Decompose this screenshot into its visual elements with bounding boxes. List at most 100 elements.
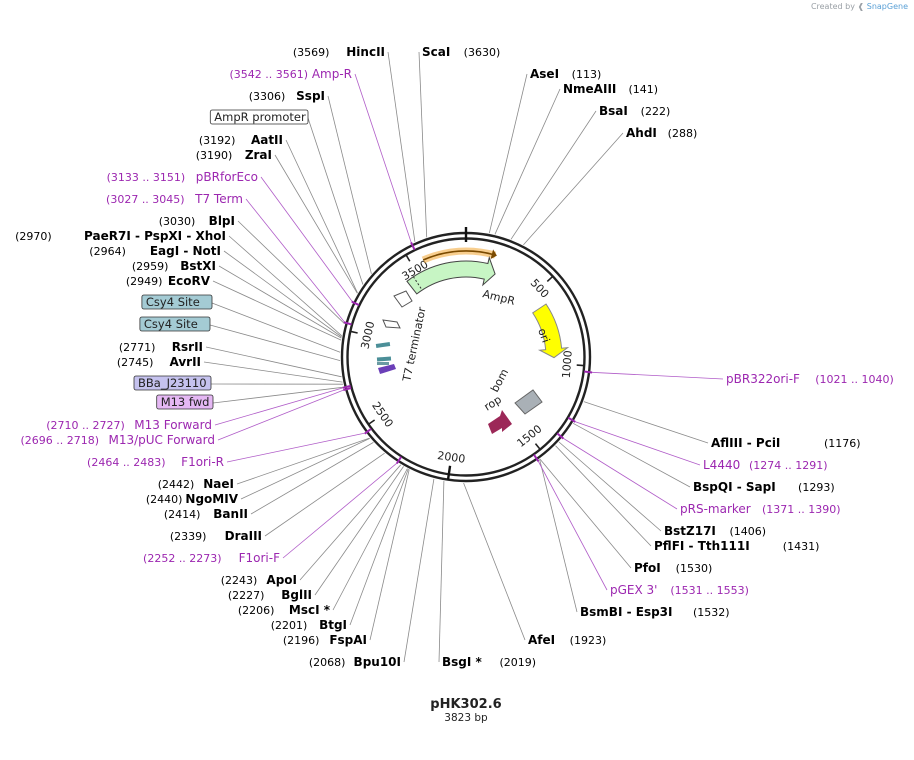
site-label-39[interactable]: AfeI(1923) <box>528 633 606 647</box>
site-label-8[interactable]: AhdI(288) <box>626 126 697 140</box>
site-label-37[interactable]: Bpu10I(2068) <box>309 655 401 669</box>
site-label-19[interactable]: Csy4 Site <box>139 316 211 332</box>
site-label-17[interactable]: EcoRV(2949) <box>126 274 211 288</box>
site-position: (2964) <box>89 245 126 258</box>
leader-line <box>562 437 678 510</box>
t7-terminator-feature[interactable] <box>382 319 401 329</box>
plasmid-size: 3823 bp <box>444 712 488 724</box>
bba-j23110-marker[interactable] <box>378 364 396 374</box>
site-label-18[interactable]: Csy4 Site <box>141 294 213 310</box>
csy4-site-marker-3 <box>377 362 389 365</box>
site-label-42[interactable]: PfoI(1530) <box>634 561 712 575</box>
rop-feature[interactable] <box>488 410 512 434</box>
site-position: (2710 .. 2727) <box>46 419 125 432</box>
leader-line <box>438 480 445 663</box>
site-label-49[interactable]: pBR322ori-F(1021 .. 1040) <box>726 372 894 386</box>
site-label-30[interactable]: DraIII(2339) <box>170 529 262 543</box>
site-position: (2442) <box>158 478 195 491</box>
site-position: (2959) <box>132 260 169 273</box>
site-label-45[interactable]: pRS-marker(1371 .. 1390) <box>680 502 841 516</box>
ampr-feature[interactable] <box>406 255 496 295</box>
site-label-46[interactable]: BspQI - SapI(1293) <box>693 480 835 494</box>
site-label-12[interactable]: T7 Term(3027 .. 3045) <box>106 192 243 206</box>
site-label-1[interactable]: ScaI(3630) <box>422 45 500 59</box>
site-label-31[interactable]: F1ori-F(2252 .. 2273) <box>143 551 280 565</box>
site-label-47[interactable]: L4440(1274 .. 1291) <box>703 458 828 472</box>
site-position: (1531 .. 1553) <box>670 584 749 597</box>
site-label-14[interactable]: PaeR7I - PspXI - XhoI(2970) <box>15 229 226 243</box>
ampr-dashed-edge <box>412 276 423 291</box>
site-position: (2414) <box>164 508 201 521</box>
site-label-23[interactable]: M13 fwd <box>156 394 214 410</box>
leader-line <box>488 73 528 234</box>
site-name: pBRforEco <box>196 170 258 184</box>
site-position: (1530) <box>676 562 713 575</box>
site-label-21[interactable]: AvrII(2745) <box>117 355 201 369</box>
site-label-26[interactable]: F1ori-R(2464 .. 2483) <box>87 455 224 469</box>
leader-line <box>299 464 402 581</box>
site-label-6[interactable]: BsaI(222) <box>599 104 670 118</box>
leader-line <box>354 73 412 244</box>
site-label-9[interactable]: AatII(3192) <box>199 133 283 147</box>
site-name: AflIII - PciI <box>711 436 780 450</box>
site-name: pRS-marker <box>680 502 751 516</box>
site-position: (3192) <box>199 134 236 147</box>
site-label-24[interactable]: M13 Forward(2710 .. 2727) <box>46 418 212 432</box>
site-label-10[interactable]: ZraI(3190) <box>196 148 272 162</box>
site-name: BanII <box>213 507 248 521</box>
primer-mark <box>533 454 540 462</box>
site-label-25[interactable]: M13/pUC Forward(2696 .. 2718) <box>20 433 215 447</box>
site-label-43[interactable]: PflFI - Tth111I(1431) <box>654 539 819 553</box>
site-label-3[interactable]: AseI(113) <box>530 67 601 81</box>
site-label-36[interactable]: FspAI(2196) <box>283 633 367 647</box>
site-label-48[interactable]: AflIII - PciI(1176) <box>711 436 861 450</box>
feature-label-text: Csy4 Site <box>146 295 200 309</box>
site-label-20[interactable]: RsrII(2771) <box>119 340 203 354</box>
site-label-33[interactable]: BglII(2227) <box>228 588 312 602</box>
csy4-site-marker-2[interactable] <box>376 356 392 362</box>
site-label-13[interactable]: BlpI(3030) <box>159 214 235 228</box>
leader-line <box>574 421 701 466</box>
site-label-38[interactable]: BsgI *(2019) <box>442 655 536 669</box>
site-position: (2970) <box>15 230 52 243</box>
site-label-28[interactable]: NgoMIV(2440) <box>146 492 239 506</box>
site-label-35[interactable]: BtgI(2201) <box>271 618 347 632</box>
site-position: (2771) <box>119 341 156 354</box>
ampr-promoter-feature[interactable] <box>393 290 413 308</box>
site-name: pBR322ori-F <box>726 372 800 386</box>
site-label-44[interactable]: BstZ17I(1406) <box>664 524 766 538</box>
site-label-27[interactable]: NaeI(2442) <box>158 477 234 491</box>
site-position: (3569) <box>293 46 330 59</box>
site-label-5[interactable]: SspI(3306) <box>249 89 325 103</box>
site-label-2[interactable]: Amp-R(3542 .. 3561) <box>229 67 352 81</box>
site-label-32[interactable]: ApoI(2243) <box>221 573 297 587</box>
csy4-site-marker-1[interactable] <box>375 342 391 348</box>
site-label-7[interactable]: AmpR promoter <box>209 109 309 125</box>
leader-line <box>282 462 398 559</box>
feature-label-text: Csy4 Site <box>144 317 198 331</box>
site-name: AfeI <box>528 633 555 647</box>
site-label-0[interactable]: HincII(3569) <box>293 45 385 59</box>
site-label-34[interactable]: MscI *(2206) <box>238 603 331 617</box>
leader-line <box>236 437 370 485</box>
ring-tick-2500 <box>368 419 376 425</box>
site-label-22[interactable]: BBa_J23110 <box>133 375 212 391</box>
site-name: NgoMIV <box>185 492 238 506</box>
ring-tick-1500 <box>534 443 541 450</box>
bom-feature[interactable] <box>514 389 543 415</box>
site-name: L4440 <box>703 458 740 472</box>
site-label-16[interactable]: BstXI(2959) <box>132 259 216 273</box>
site-label-11[interactable]: pBRforEco(3133 .. 3151) <box>107 170 258 184</box>
leader-line <box>591 371 724 380</box>
leader-line <box>537 460 608 591</box>
leader-line <box>209 324 341 361</box>
site-label-40[interactable]: BsmBI - Esp3I(1532) <box>580 605 730 619</box>
site-label-41[interactable]: pGEX 3'(1531 .. 1553) <box>610 583 749 597</box>
leader-line <box>327 95 372 274</box>
site-label-15[interactable]: EagI - NotI(2964) <box>89 244 221 258</box>
site-label-4[interactable]: NmeAIII(141) <box>563 82 658 96</box>
ori-feature[interactable] <box>532 303 570 359</box>
site-label-29[interactable]: BanII (2414) <box>164 507 248 521</box>
site-position: (1406) <box>729 525 766 538</box>
credit-prefix: Created by <box>810 2 855 11</box>
